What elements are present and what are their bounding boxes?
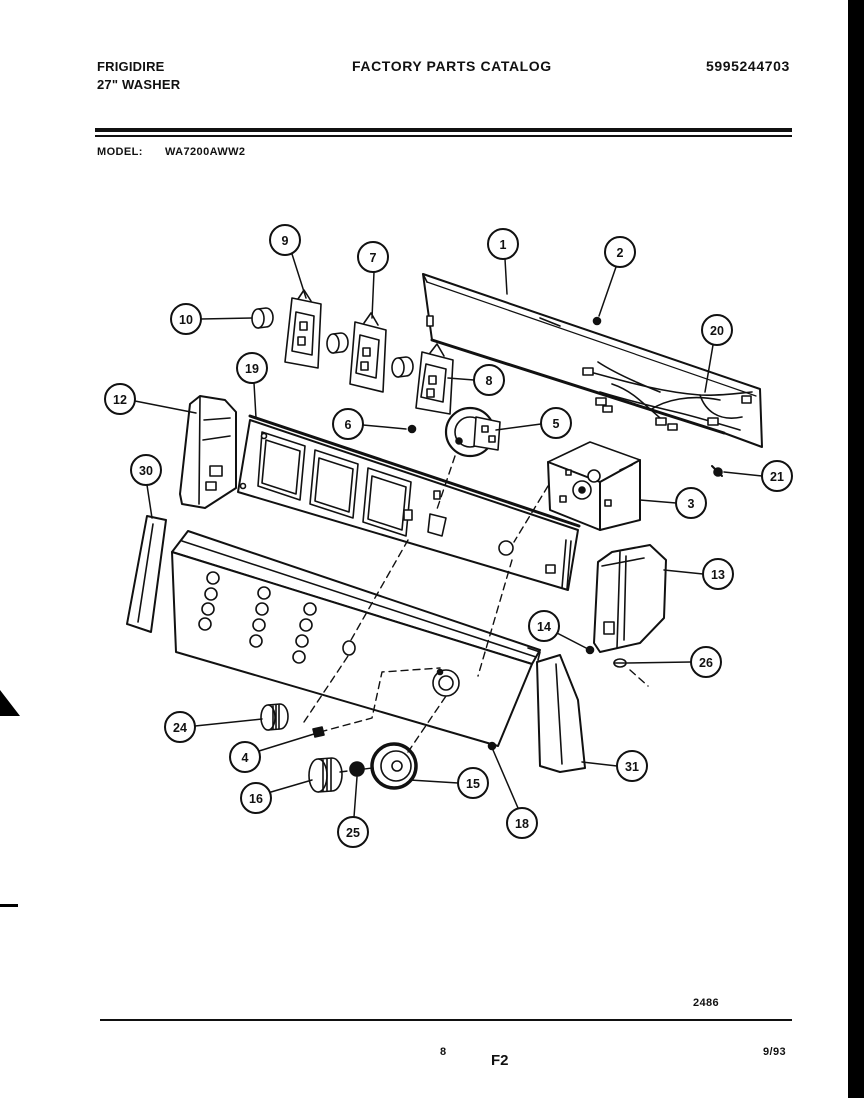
callout-1: 1 [487,228,519,260]
callouts: 9 7 1 2 10 20 19 8 12 6 5 30 21 3 13 14 … [104,224,793,848]
part-5-timer-motor [444,406,501,458]
part-6-screw [407,424,417,434]
callout-12: 12 [104,383,136,415]
callout-24: 24 [164,711,196,743]
part-26-screw [613,658,627,668]
header-rule-thin [95,135,792,137]
callout-9: 9 [269,224,301,256]
callout-label: 7 [370,251,377,265]
right-scan-border [848,0,864,1098]
callout-leader-lines [134,253,763,818]
callout-label: 6 [345,418,352,432]
callout-30: 30 [130,454,162,486]
callout-14: 14 [528,610,560,642]
callout-label: 12 [113,393,127,407]
part-20-wire-harness [582,361,753,431]
part-12-left-end-cap [179,395,237,509]
header-rule-thick [95,128,792,132]
callout-26: 26 [690,646,722,678]
section-label: F2 [491,1052,509,1069]
footer-rule [100,1019,792,1021]
callout-label: 1 [500,238,507,252]
callout-label: 16 [249,792,263,806]
part-19-panel-backing-plate [237,414,581,591]
callout-label: 8 [486,374,493,388]
callout-31: 31 [616,750,648,782]
callout-label: 21 [770,470,784,484]
callout-label: 15 [466,777,480,791]
catalog-number: 5995244703 [706,58,790,74]
callout-18: 18 [506,807,538,839]
callout-label: 20 [710,324,724,338]
part-14-screw [585,645,595,655]
callout-6: 6 [332,408,364,440]
part-7-knob [326,332,349,354]
callout-10: 10 [170,303,202,335]
part-8-knob [391,356,414,378]
callout-21: 21 [761,460,793,492]
front-console-panel [171,530,541,747]
callout-15: 15 [457,767,489,799]
callout-label: 5 [553,417,560,431]
callout-label: 3 [688,497,695,511]
callout-label: 2 [617,246,624,260]
part-1-console-back-panel [422,273,763,448]
part-25-clip-ring [349,761,365,777]
selector-button-holes [198,571,317,664]
callout-label: 9 [282,234,289,248]
callout-2: 2 [604,236,636,268]
part-2-screw [592,316,602,326]
left-scan-notch [0,690,20,716]
callout-label: 4 [242,751,249,765]
callout-label: 14 [537,620,551,634]
callout-16: 16 [240,782,272,814]
part-3-timer [547,441,641,531]
part-18-screw [487,741,497,751]
catalog-title: FACTORY PARTS CATALOG [352,58,552,74]
callout-8: 8 [473,364,505,396]
part-24-knob [260,703,289,731]
callout-label: 30 [139,464,153,478]
callout-label: 24 [173,721,187,735]
model-label: MODEL: [97,146,143,158]
part-31-right-trim-strip [536,654,586,773]
drawing-number: 2486 [693,997,720,1009]
callout-label: 26 [699,656,713,670]
callout-label: 19 [245,362,259,376]
part-30-left-trim-strip [126,515,167,633]
part-8-switch [415,343,454,415]
part-9-switch [284,289,322,369]
callout-label: 10 [179,313,193,327]
left-scan-mark [0,904,18,907]
callout-5: 5 [540,407,572,439]
assembly-dashed-lines [303,455,649,773]
product-name: 27" WASHER [97,77,181,92]
part-15-dial-skirt [370,742,418,790]
part-10-knob [251,307,274,329]
callout-7: 7 [357,241,389,273]
callout-label: 31 [625,760,639,774]
callout-20: 20 [701,314,733,346]
page-number: 8 [440,1046,447,1058]
callout-19: 19 [236,352,268,384]
callout-13: 13 [702,558,734,590]
callout-label: 13 [711,568,725,582]
callout-4: 4 [229,741,261,773]
part-7-switch [349,312,387,393]
callout-25: 25 [337,816,369,848]
model-number: WA7200AWW2 [165,146,246,158]
part-13-right-end-cap [593,544,667,653]
callout-3: 3 [675,487,707,519]
oval-hole [342,640,356,656]
part-16-knob [308,757,343,793]
callout-label: 25 [346,826,360,840]
print-date: 9/93 [763,1046,787,1058]
brand-name: FRIGIDIRE [97,59,165,74]
part-21-screw [711,465,723,477]
callout-label: 18 [515,817,529,831]
